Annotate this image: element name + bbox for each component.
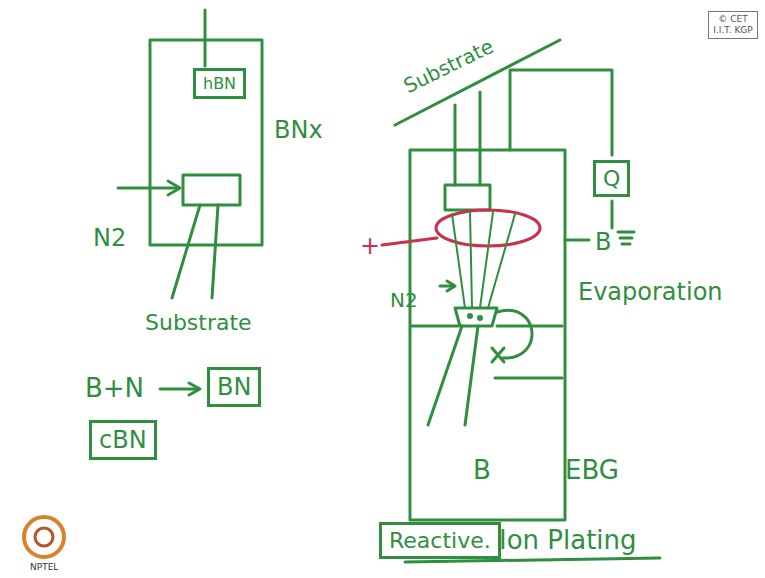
charge-dot — [469, 315, 472, 318]
platform-line — [412, 325, 458, 328]
leader-line — [465, 326, 478, 425]
power-supply-box: Q — [593, 160, 630, 197]
box-text: Q — [603, 166, 620, 191]
logo-text: NPTEL — [30, 562, 58, 572]
ring-lead — [382, 238, 437, 245]
holder-rod — [479, 92, 482, 185]
charge-dot — [479, 317, 482, 320]
substrate-box — [445, 185, 490, 210]
product-box: BN — [207, 367, 261, 407]
method-label: Ion Plating — [499, 525, 637, 555]
vapour-plume — [452, 212, 515, 308]
process-label: Evaporation — [578, 278, 723, 306]
leader-line — [172, 205, 200, 298]
logo-mark — [24, 517, 64, 557]
gun-label: EBG — [565, 455, 619, 485]
gas-label: N2 — [390, 288, 418, 312]
holder-rod — [204, 10, 207, 66]
filament — [492, 348, 504, 362]
target-box: hBN — [193, 68, 246, 99]
bias-label: B — [595, 228, 611, 256]
ground-symbol — [618, 232, 634, 244]
gas-label: N2 — [93, 224, 126, 252]
chamber-outline — [150, 40, 262, 245]
substrate-label: Substrate — [400, 34, 498, 98]
box-text: Reactive. — [389, 528, 491, 553]
leader-line — [428, 326, 462, 425]
substrate-label: Substrate — [145, 310, 252, 335]
wire — [611, 201, 614, 228]
method-box: Reactive. — [379, 522, 501, 559]
arrow-head — [168, 181, 180, 195]
arrow-head — [447, 281, 455, 291]
wire — [510, 70, 612, 155]
chamber-outline — [410, 150, 565, 520]
crucible — [455, 308, 497, 326]
reaction-arrow — [160, 388, 198, 391]
box-text: cBN — [99, 426, 147, 454]
copyright-box: © CET I.I.T. KGP — [708, 11, 758, 39]
platform-line — [495, 377, 562, 380]
leader-line — [212, 205, 218, 298]
source-label: B — [473, 455, 491, 485]
wire — [565, 239, 589, 242]
polarity-sign: + — [360, 232, 380, 260]
gas-arrow — [118, 187, 178, 190]
logo-mark — [35, 528, 53, 546]
arrow-head — [189, 383, 200, 395]
reaction-text: B+N — [85, 373, 144, 403]
film-label: BNx — [274, 116, 323, 144]
box-text: hBN — [203, 74, 236, 93]
holder-rod — [454, 105, 457, 185]
substrate-box — [183, 175, 240, 205]
box-text: BN — [217, 373, 251, 401]
product-box: cBN — [89, 420, 157, 460]
box-text: © CET I.I.T. KGP — [712, 14, 754, 36]
